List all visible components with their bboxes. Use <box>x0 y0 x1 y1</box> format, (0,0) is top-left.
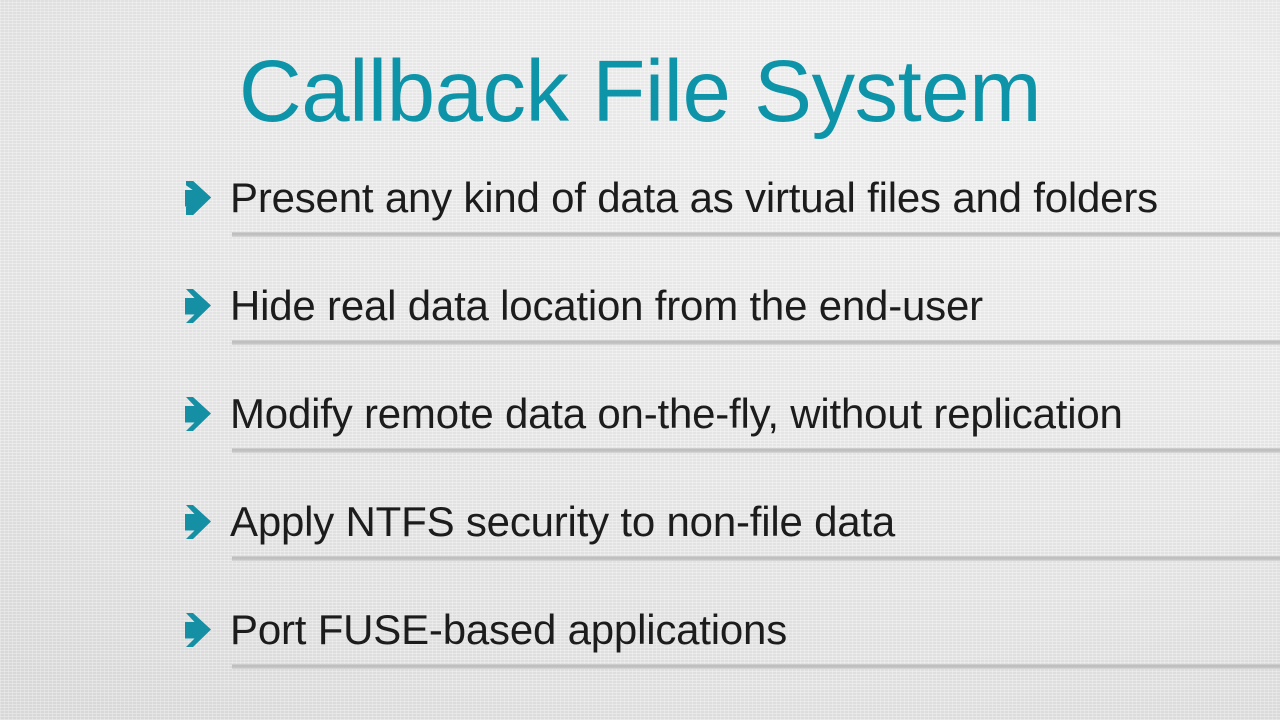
list-item: Port FUSE-based applications <box>0 600 1280 708</box>
divider <box>232 340 1280 345</box>
list-item-label: Present any kind of data as virtual file… <box>230 174 1158 221</box>
divider <box>232 664 1280 669</box>
list-item: Hide real data location from the end-use… <box>0 276 1280 384</box>
divider <box>232 232 1280 237</box>
arrow-right-icon <box>182 286 216 326</box>
divider <box>232 556 1280 561</box>
list-item: Apply NTFS security to non-file data <box>0 492 1280 600</box>
arrow-right-icon <box>182 610 216 650</box>
list-item-label: Modify remote data on-the-fly, without r… <box>230 390 1123 437</box>
arrow-right-icon <box>182 178 216 218</box>
list-item: Modify remote data on-the-fly, without r… <box>0 384 1280 492</box>
arrow-right-icon <box>182 502 216 542</box>
list-item-label: Port FUSE-based applications <box>230 606 788 653</box>
list-item-label: Hide real data location from the end-use… <box>230 282 983 329</box>
divider <box>232 448 1280 453</box>
list-item-label: Apply NTFS security to non-file data <box>230 498 896 545</box>
arrow-right-icon <box>182 394 216 434</box>
list-item: Present any kind of data as virtual file… <box>0 168 1280 276</box>
page-title: Callback File System <box>238 43 1042 140</box>
bullet-list: Present any kind of data as virtual file… <box>0 168 1280 708</box>
